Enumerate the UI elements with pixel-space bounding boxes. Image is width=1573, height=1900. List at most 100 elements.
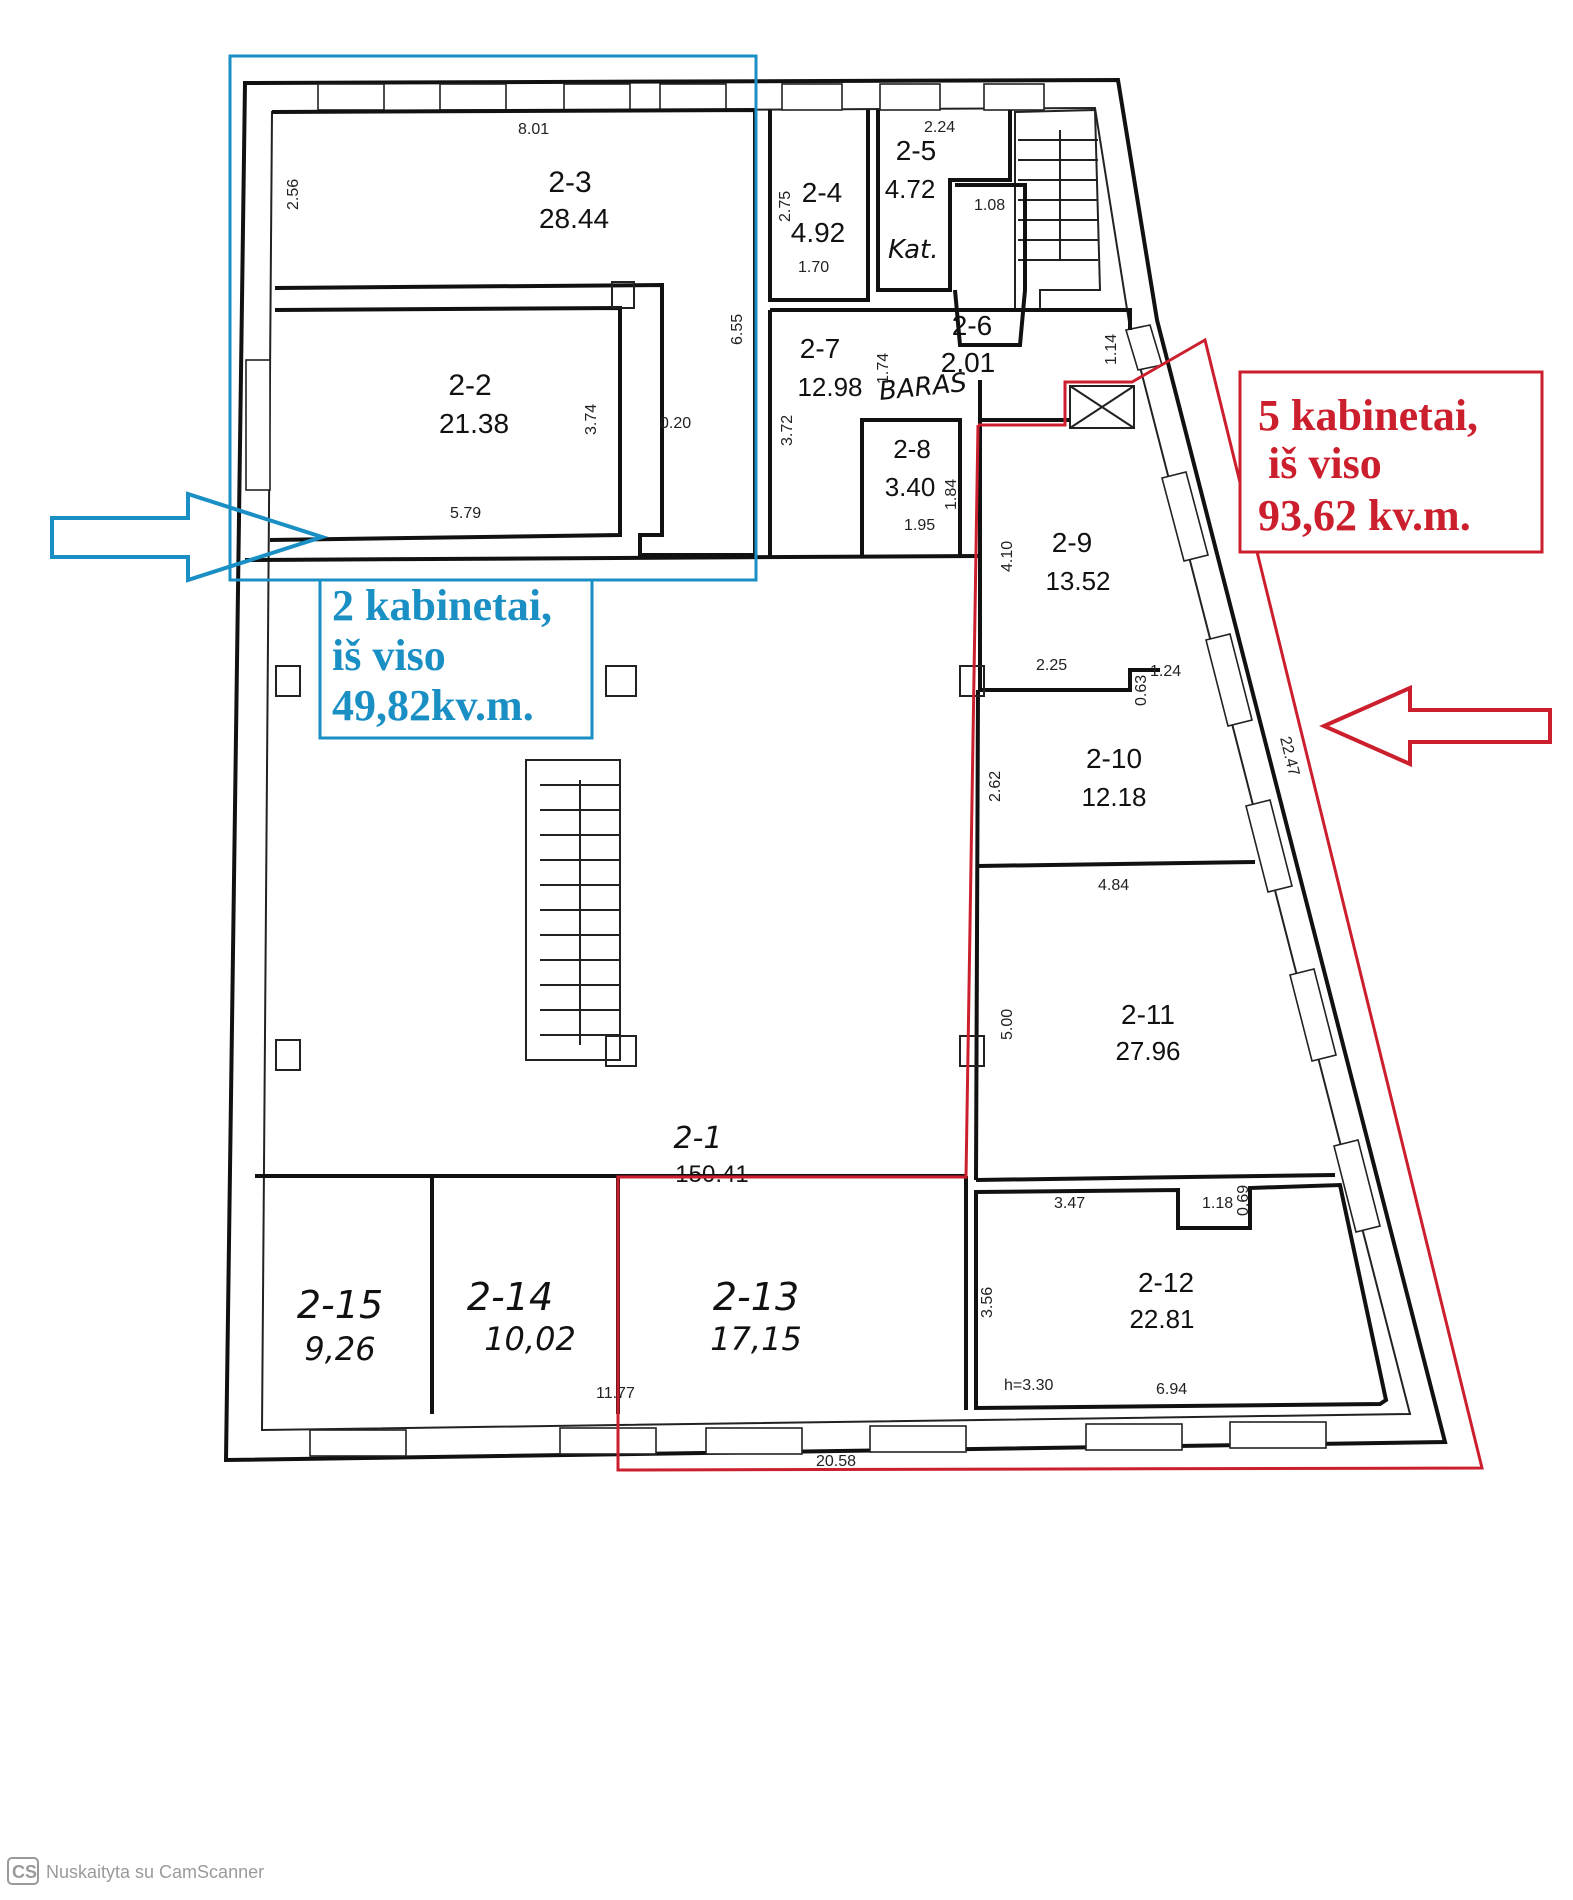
room-id: 2-3 [548,166,591,199]
room-area: 12.18 [1081,782,1146,812]
dimension-labels: 8.01 2.56 6.55 3.74 0.20 5.79 2.75 1.70 … [285,119,1302,1470]
dimension: 20.58 [816,1453,856,1470]
red-entry-arrow-icon [1319,684,1552,768]
dimension: 0.20 [660,415,691,432]
red-note-box [1238,370,1544,554]
room-wall-2-11-bottom [975,1173,1336,1182]
column [605,665,637,697]
window-left [245,359,271,491]
room-id: 2-4 [802,177,842,208]
room-2-3: 2-3 28.44 [539,166,609,234]
room-wall-2-2 [269,305,622,542]
dimension: 4.10 [999,541,1016,572]
blue-note-line1: 2 kabinetai, [332,581,552,630]
red-note-line2: iš viso [1268,439,1382,488]
inner-wall [260,106,1412,1432]
room-2-4: 2-4 4.92 [791,177,846,248]
stairs-top [1018,130,1098,261]
room-area: 27.96 [1115,1036,1180,1066]
dimension: 2.62 [987,771,1004,802]
dimension: 1.70 [798,259,829,276]
blue-note-box [318,578,594,740]
room-id: 2-12 [1138,1267,1194,1298]
dimension: 1.14 [1103,334,1120,365]
dimension: 1.84 [943,479,960,510]
room-2-1: 2-1 150.41 [674,1121,749,1188]
room-area: 2.01 [941,347,996,378]
shaft-x2 [1069,385,1135,429]
room-id: 2-15 [297,1283,383,1327]
room-wall-2-6 [953,183,1027,347]
dimension: 3.74 [583,404,600,435]
dimension: 1.08 [974,197,1005,214]
dimension: 5.79 [450,505,481,522]
corridor-wall [244,554,981,562]
camscanner-logo-icon [7,1857,39,1885]
room-wall-2-8 [860,418,962,556]
blue-entry-arrow-icon [50,491,329,583]
room-2-10: 2-10 12.18 [1081,743,1146,812]
stairs-central [540,780,620,1045]
room-2-5: 2-5 4.72 [885,135,937,204]
room-area: 21.38 [439,408,509,439]
dimension: 6.55 [729,314,746,345]
room-id: 2-1 [674,1121,723,1156]
room-wall-2-7 [770,308,1132,330]
dimension: 2.25 [1036,657,1067,674]
blue-note-line3: 49,82kv.m. [332,681,534,730]
dimension: 3.47 [1054,1195,1085,1212]
dimension: 22.47 [1276,735,1302,778]
room-wall-2-5 [876,110,1012,292]
dimension: 0.69 [1235,1185,1252,1216]
window-row-bottom [309,1421,1327,1457]
room-area: 12.98 [797,372,862,402]
room-2-15: 2-15 9,26 [297,1283,383,1368]
dimension: 3.56 [979,1287,996,1318]
red-note-line1: 5 kabinetai, [1258,391,1478,440]
handwritten-note: Kat. [888,235,939,265]
shaft [1069,385,1135,429]
blue-note-line2: iš viso [332,631,446,680]
column [611,281,635,309]
room-id: 2-6 [952,310,992,341]
outer-wall [223,77,1448,1463]
room-2-12: 2-12 22.81 [1129,1267,1194,1334]
window-row-right [1124,324,1381,1233]
room-wall-2-11-left [974,689,980,1181]
dimension: h=3.30 [1004,1377,1053,1394]
blue-note: 2 kabinetai, iš viso 49,82kv.m. [332,581,552,730]
dimension: 5.00 [999,1009,1016,1040]
room-area: 17,15 [710,1320,802,1358]
room-2-11: 2-11 27.96 [1115,999,1180,1066]
dimension: 1.18 [1202,1195,1233,1212]
room-wall-2-4 [768,110,870,302]
red-selection-outline [616,337,1484,1472]
window-row-top [317,83,1045,111]
room-2-14: 2-14 10,02 [467,1275,576,1358]
room-id: 2-14 [467,1275,553,1319]
room-id: 2-2 [448,369,491,402]
dimension: 1.74 [875,353,892,384]
dimension: 2.75 [777,191,794,222]
footer-text: Nuskaityta su CamScanner [46,1862,264,1882]
room-id: 2-10 [1086,743,1142,774]
red-note-line3: 93,62 kv.m. [1258,491,1471,540]
dimension: 11.77 [596,1385,635,1402]
room-wall-2-10-bottom [977,860,1256,868]
column [275,1039,301,1071]
blue-selection-box [228,54,758,582]
room-area: 4.92 [791,217,846,248]
room-id: 2-5 [896,135,936,166]
room-wall-2-9 [978,418,1160,692]
column [275,665,301,697]
dimension: 1.95 [904,517,935,534]
room-2-9: 2-9 13.52 [1045,527,1110,596]
room-area: 9,26 [304,1330,375,1368]
room-area: 13.52 [1045,566,1110,596]
room-2-2: 2-2 21.38 [439,369,509,439]
dimension: 3.72 [779,415,796,446]
room-area: 10,02 [484,1320,576,1358]
dimension: 1.24 [1150,663,1181,680]
room-2-6: 2-6 2.01 [941,310,996,378]
room-area: 22.81 [1129,1304,1194,1334]
